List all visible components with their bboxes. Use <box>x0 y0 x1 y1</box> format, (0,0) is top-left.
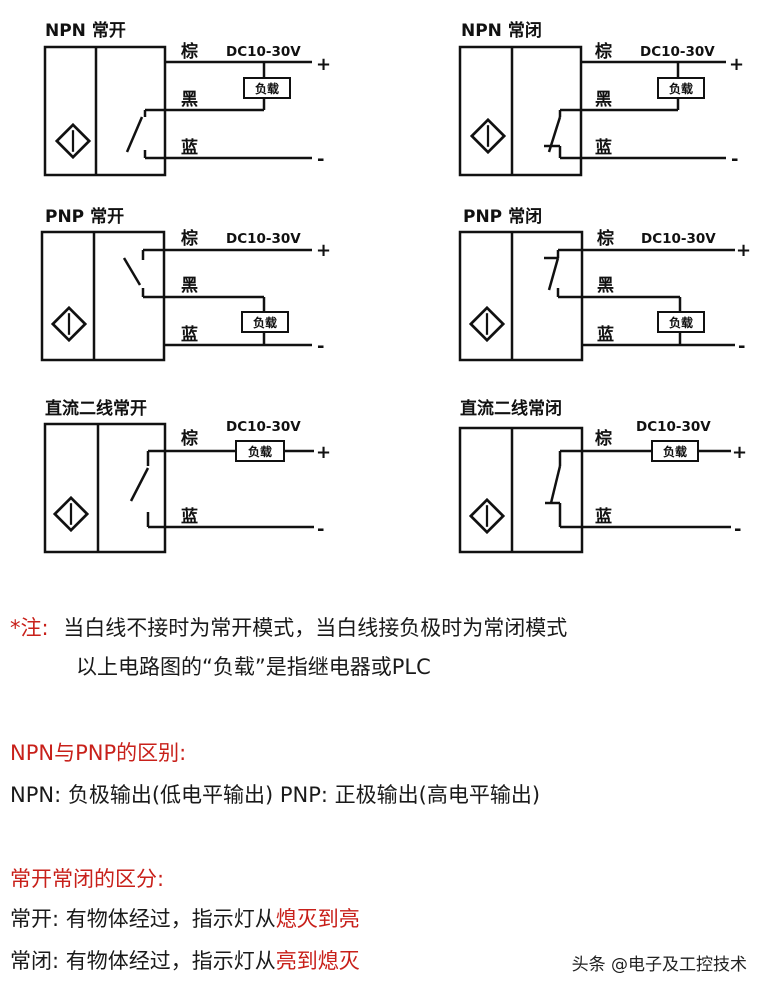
minus-sign: - <box>317 149 324 170</box>
voltage-label: DC10-30V <box>226 419 301 435</box>
watermark: 头条 @电子及工控技术 <box>571 955 747 975</box>
no-line: 常开: 有物体经过，指示灯从熄灭到亮 <box>10 903 360 933</box>
note-line-2: 以上电路图的“负载”是指继电器或PLC <box>76 655 431 679</box>
diff-heading: NPN与PNP的区别: <box>10 741 187 765</box>
load-label: 负载 <box>248 444 272 459</box>
no-highlight: 熄灭到亮 <box>275 907 360 931</box>
load-label: 负载 <box>669 81 693 96</box>
diagram-title: NPN 常闭 <box>461 20 542 41</box>
proximity-sensor-icon <box>470 118 506 154</box>
wire-label-brown: 棕 <box>181 41 198 62</box>
sensor-body <box>43 422 167 554</box>
nc-prefix: 常闭: 有物体经过，指示灯从 <box>10 949 276 973</box>
load-box <box>657 311 705 333</box>
minus-sign: - <box>738 336 745 357</box>
voltage-label: DC10-30V <box>641 231 716 247</box>
proximity-sensor-icon <box>469 306 505 342</box>
voltage-label: DC10-30V <box>226 231 301 247</box>
proximity-sensor-icon <box>55 123 91 159</box>
wire-label-black: 黑 <box>181 90 198 110</box>
proximity-sensor-icon <box>51 306 87 342</box>
diagram-title: 直流二线常闭 <box>460 398 562 419</box>
note-text-1: 当白线不接时为常开模式，当白线接负极时为常闭模式 <box>63 616 568 640</box>
load-label: 负载 <box>255 81 279 96</box>
nc-line: 常闭: 有物体经过，指示灯从亮到熄灭 <box>10 945 360 975</box>
load-box <box>241 311 289 333</box>
load-label: 负载 <box>669 315 693 330</box>
diff-body: NPN: 负极输出(低电平输出) PNP: 正极输出(高电平输出) <box>10 783 541 807</box>
wire-label-brown: 棕 <box>181 228 198 249</box>
minus-sign: - <box>734 519 741 540</box>
wire-label-brown: 棕 <box>181 428 198 449</box>
voltage-label: DC10-30V <box>636 419 711 435</box>
wire-label-black: 黑 <box>181 276 198 296</box>
diagram-npn-no: NPN 常开 负载 棕 黑 蓝 DC10-30V + - <box>43 20 331 177</box>
nc-highlight: 亮到熄灭 <box>275 949 360 973</box>
plus-sign: + <box>316 442 331 463</box>
wire-label-blue: 蓝 <box>595 507 612 527</box>
diagram-title: PNP 常闭 <box>463 206 542 227</box>
wire-label-blue: 蓝 <box>181 325 198 345</box>
load-box <box>651 440 699 462</box>
load-label: 负载 <box>253 315 277 330</box>
load-box <box>235 440 285 462</box>
plus-sign: + <box>316 240 331 261</box>
wire-label-brown: 棕 <box>597 228 614 249</box>
proximity-sensor-icon <box>53 496 89 532</box>
wire-label-blue: 蓝 <box>181 507 198 527</box>
wire-label-blue: 蓝 <box>181 138 198 158</box>
note-prefix: *注: <box>10 616 49 640</box>
plus-sign: + <box>736 240 751 261</box>
diagram-pnp-no: PNP 常开 负载 棕 黑 蓝 DC10-30V + - <box>40 206 331 362</box>
sensor-body <box>458 426 584 554</box>
diagram-title: 直流二线常开 <box>45 398 147 419</box>
plus-sign: + <box>732 442 747 463</box>
diagram-2wire-no: 直流二线常开 负载 棕 蓝 DC10-30V + - <box>43 398 331 554</box>
wire-label-black: 黑 <box>597 276 614 296</box>
minus-sign: - <box>317 336 324 357</box>
note-line-1: *注: 当白线不接时为常开模式，当白线接负极时为常闭模式 <box>10 612 567 642</box>
diagram-title: PNP 常开 <box>45 206 124 227</box>
wire-label-blue: 蓝 <box>595 138 612 158</box>
wire-label-black: 黑 <box>595 90 612 110</box>
wire-label-blue: 蓝 <box>597 325 614 345</box>
diagram-npn-nc: NPN 常闭 负载 棕 黑 蓝 DC10-30V + - <box>458 20 744 177</box>
diagram-pnp-nc: PNP 常闭 负载 棕 黑 蓝 DC10-30V + - <box>458 206 751 362</box>
no-nc-heading: 常开常闭的区分: <box>10 867 165 891</box>
load-box <box>243 77 291 99</box>
voltage-label: DC10-30V <box>640 44 715 60</box>
load-label: 负载 <box>663 444 687 459</box>
minus-sign: - <box>731 149 738 170</box>
diagram-title: NPN 常开 <box>45 20 126 41</box>
load-box <box>657 77 705 99</box>
proximity-sensor-icon <box>469 498 505 534</box>
wire-label-brown: 棕 <box>595 41 612 62</box>
wiring-diagrams: NPN 常开 负载 棕 黑 蓝 DC10-30V + - NPN 常闭 <box>40 20 751 554</box>
diagram-2wire-nc: 直流二线常闭 负载 棕 蓝 DC10-30V + - <box>458 398 747 554</box>
plus-sign: + <box>729 54 744 75</box>
minus-sign: - <box>317 519 324 540</box>
wire-label-brown: 棕 <box>595 428 612 449</box>
plus-sign: + <box>316 54 331 75</box>
voltage-label: DC10-30V <box>226 44 301 60</box>
no-prefix: 常开: 有物体经过，指示灯从 <box>10 907 276 931</box>
